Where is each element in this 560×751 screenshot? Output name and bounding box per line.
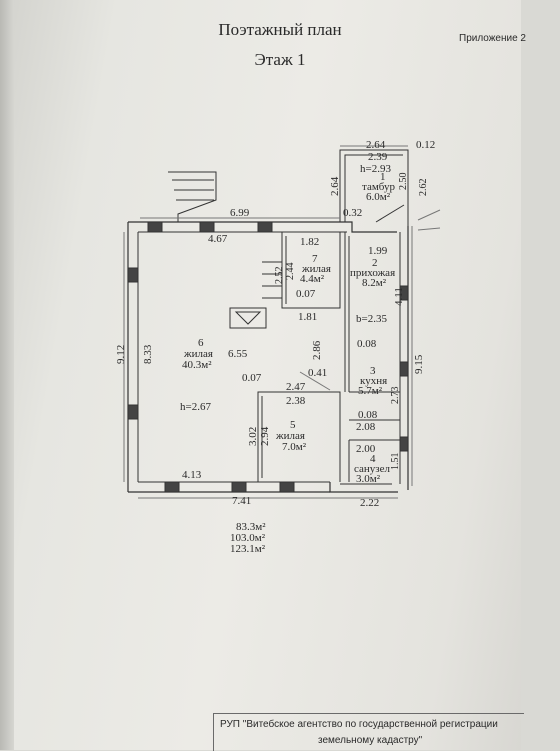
stamp-line-1: РУП "Витебское агентство по государствен…	[220, 719, 498, 730]
area-totals: 83.3м² 103.0м² 123.1м²	[222, 522, 266, 555]
dim-hall-w: 1.99	[368, 245, 388, 257]
dim-bath-w1: 2.08	[356, 421, 376, 433]
room1-name: тамбур	[362, 181, 395, 193]
room4-num: 4	[370, 453, 376, 465]
dim-vest-w2: 2.39	[368, 151, 388, 163]
dim-r6-h: h=2.67	[180, 401, 211, 413]
room5-area: 7.0м²	[282, 441, 307, 453]
dim-r7-bot: 1.81	[298, 311, 317, 323]
dim-r6-mid: 6.55	[228, 348, 248, 360]
room4-name: санузел	[354, 463, 391, 475]
stove	[229, 307, 267, 329]
room7-num: 7	[312, 253, 318, 265]
dim-vest-wall: 0.32	[343, 207, 362, 219]
room3-area: 5.7м²	[358, 385, 383, 397]
leader-3	[417, 227, 441, 231]
dim-r7-b: 2.44	[285, 263, 296, 281]
room3-name: кухня	[360, 375, 387, 387]
plan-title: Поэтажный план	[218, 20, 342, 39]
dim-kitchen-h: b=2.35	[356, 313, 387, 325]
dim-bottom-right: 2.22	[360, 497, 379, 509]
vestibule-wall-inner	[344, 154, 403, 222]
area-total-living: 83.3м²	[236, 521, 266, 533]
appendix-label: Приложение 2	[459, 33, 526, 44]
leader-2	[417, 209, 441, 221]
room2-name: прихожая	[350, 267, 395, 279]
inner-stairs	[262, 261, 283, 299]
window-right-3	[399, 436, 409, 452]
dim-r7-top: 1.82	[300, 236, 319, 248]
dim-left-inner: 8.33	[142, 344, 154, 364]
dim-r6-wall: 0.07	[242, 372, 262, 384]
room3-num: 3	[370, 365, 376, 377]
dim-r5-top2: 2.38	[286, 395, 306, 407]
window-left-2	[127, 404, 139, 420]
dim-right-outer: 9.15	[413, 354, 425, 374]
room2-num: 2	[372, 257, 378, 269]
window-right-1	[399, 285, 409, 301]
room6-area: 40.3м²	[182, 359, 212, 371]
dim-r7-a: 2.52	[274, 267, 285, 285]
dim-vest-left: 2.64	[329, 176, 341, 196]
room5-name: жилая	[275, 430, 305, 442]
dim-kitchen-v: 2.73	[390, 387, 401, 405]
dim-bottom-outer: 7.41	[232, 495, 251, 507]
dim-vest-w1: 2.64	[366, 139, 386, 151]
dim-vest-right: 2.62	[418, 179, 429, 197]
window-bottom-2	[231, 481, 247, 493]
dim-top-outer: 6.99	[230, 207, 250, 219]
dim-left-outer: 9.12	[115, 345, 127, 364]
dim-kitchen-wall: 0.08	[357, 338, 377, 350]
bottom-right-wall	[329, 482, 398, 493]
dim-vest-gap: 0.12	[416, 139, 435, 151]
dim-bath-h: 1.51	[390, 453, 401, 471]
room7-name: жилая	[301, 263, 331, 275]
stamp-line-2: земельному кадастру"	[318, 735, 423, 746]
stairs	[168, 171, 217, 222]
dim-r6-gap: 0.41	[308, 367, 327, 379]
room2-area: 8.2м²	[362, 277, 387, 289]
room1-area: 6.0м²	[366, 191, 391, 203]
window-bottom-3	[279, 481, 295, 493]
area-total-full: 123.1м²	[230, 543, 266, 555]
leader-1	[299, 371, 331, 391]
outer-wall	[128, 221, 397, 233]
floor-plan-page: Поэтажный план Этаж 1 Приложение 2	[0, 0, 526, 751]
dim-bath-w2: 2.00	[356, 443, 376, 455]
stove-mark	[234, 311, 262, 325]
agency-stamp: РУП "Витебское агентство по государствен…	[213, 713, 524, 751]
area-total-general: 103.0м²	[230, 532, 266, 544]
dim-top-inner: 4.67	[208, 233, 228, 245]
window-top-2	[199, 221, 215, 233]
dim-r5-left1: 3.02	[247, 427, 259, 446]
vestibule-wall	[339, 149, 409, 226]
dim-vest-h: h=2.93	[360, 163, 391, 175]
dim-r5-left2: 2.94	[259, 426, 271, 446]
window-bottom-1	[164, 481, 180, 493]
floor-plan-drawing: 6.99 4.67 9.12 8.33 4.13 7.41 2.22 2.64 …	[115, 139, 441, 509]
vestibule-door	[375, 204, 405, 223]
dim-r7-wall: 0.07	[296, 288, 316, 300]
dim-r6-diag: 2.86	[311, 340, 323, 360]
dim-bottom-inner: 4.13	[182, 469, 202, 481]
dim-hall-h: 4.11	[393, 287, 405, 306]
window-right-2	[399, 361, 409, 377]
room5-num: 5	[290, 419, 296, 431]
dim-vest-mid: 2.50	[398, 173, 409, 191]
floor-title: Этаж 1	[254, 50, 306, 69]
room4-area: 3.0м²	[356, 473, 381, 485]
dim-r5-top1: 2.47	[286, 381, 306, 393]
room6-num: 6	[198, 337, 204, 349]
window-left-1	[127, 267, 139, 283]
room1-num: 1	[380, 171, 386, 183]
dim-bath-wall: 0.08	[358, 409, 378, 421]
room7-area: 4.4м²	[300, 273, 325, 285]
room6-name: жилая	[183, 348, 213, 360]
window-top-1	[147, 221, 163, 233]
page-shadow	[0, 0, 14, 750]
room5-wall	[257, 391, 341, 482]
window-top-3	[257, 221, 273, 233]
